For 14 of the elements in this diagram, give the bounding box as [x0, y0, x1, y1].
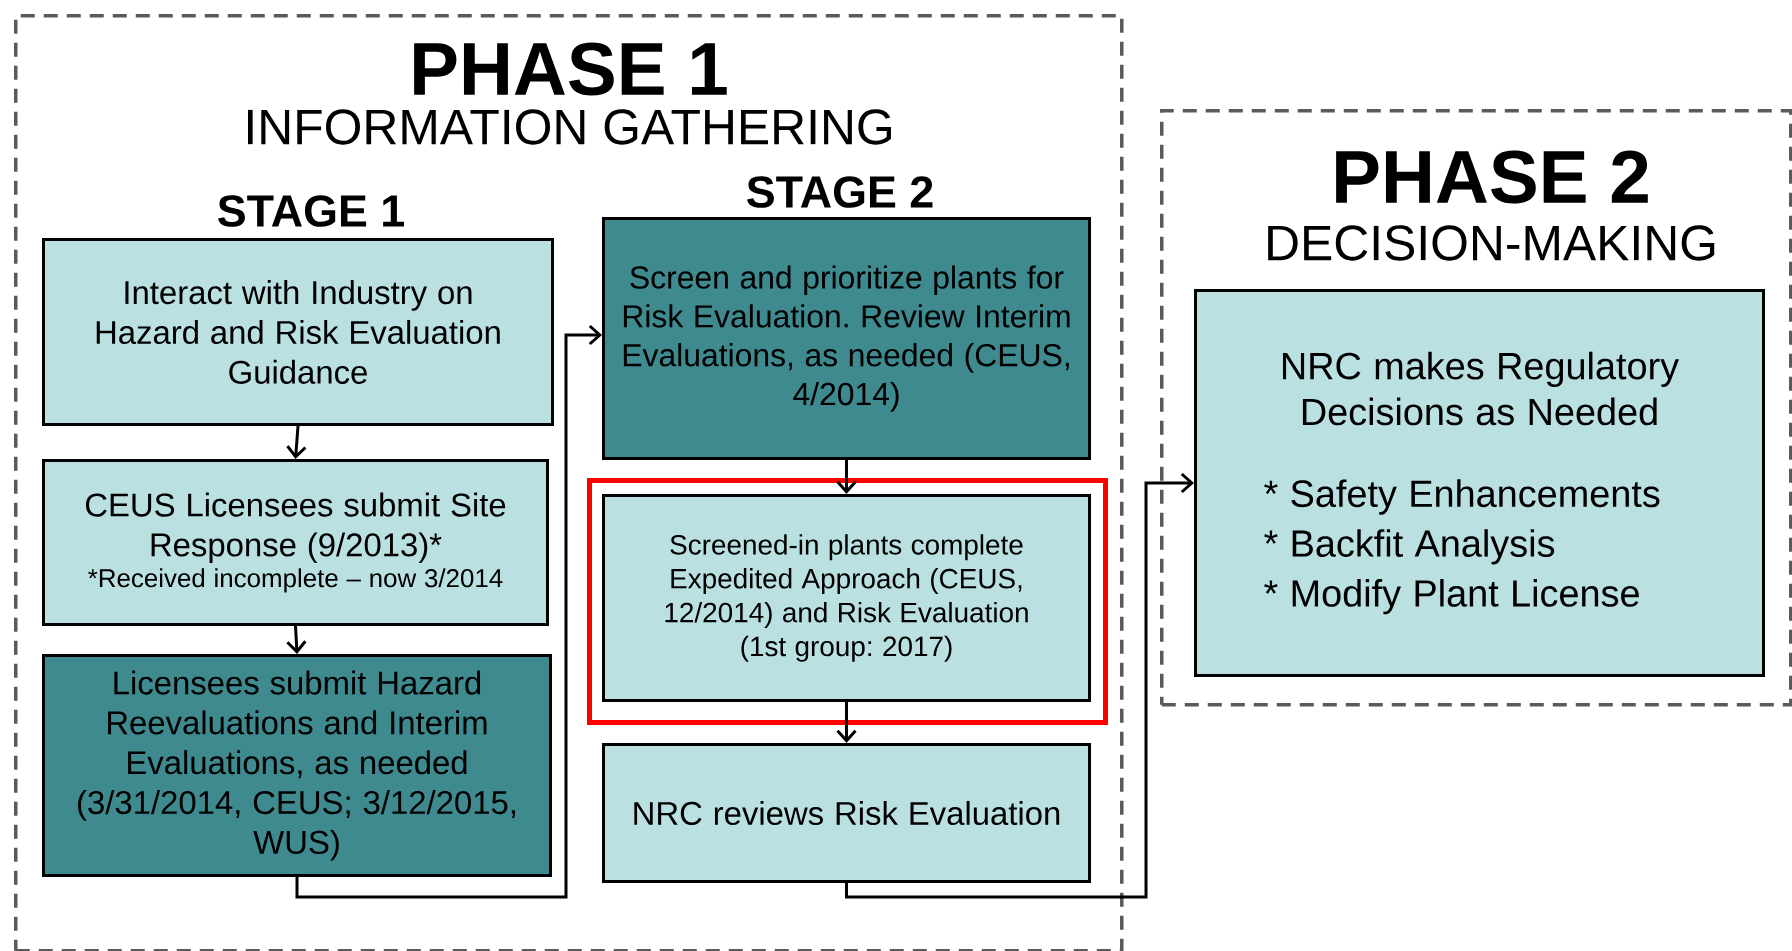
arrow — [836, 702, 857, 743]
arrow — [295, 324, 602, 899]
process-box: NRC makes Regulatory Decisions as Needed * Safety Enhancements * Backfit Analysis * Modify Plant License — [1194, 289, 1766, 677]
arrow — [836, 460, 857, 494]
process-box: Screened-in plants complete Expedited Approach (CEUS, 12/2014) and Risk Evaluation (1st group: 2017) — [602, 494, 1091, 702]
process-box: Interact with Industry on Hazard and Risk Evaluation Guidance — [42, 238, 554, 426]
process-box: Screen and prioritize plants for Risk Evaluation. Review Interim Evaluations, as needed (CEUS, 4/2014) — [602, 217, 1091, 460]
arrow — [845, 472, 1194, 899]
highlight-frame — [587, 478, 1108, 725]
process-box: NRC reviews Risk Evaluation — [602, 743, 1091, 883]
arrow — [286, 425, 307, 459]
process-box: CEUS Licensees submit Site Response (9/2013)* *Received incomplete – now 3/2014 — [42, 459, 549, 626]
process-box: Licensees submit Hazard Reevaluations and Interim Evaluations, as needed (3/31/2014, CEUS; 3/12/2015, WUS) — [42, 654, 552, 877]
arrow — [286, 625, 307, 654]
